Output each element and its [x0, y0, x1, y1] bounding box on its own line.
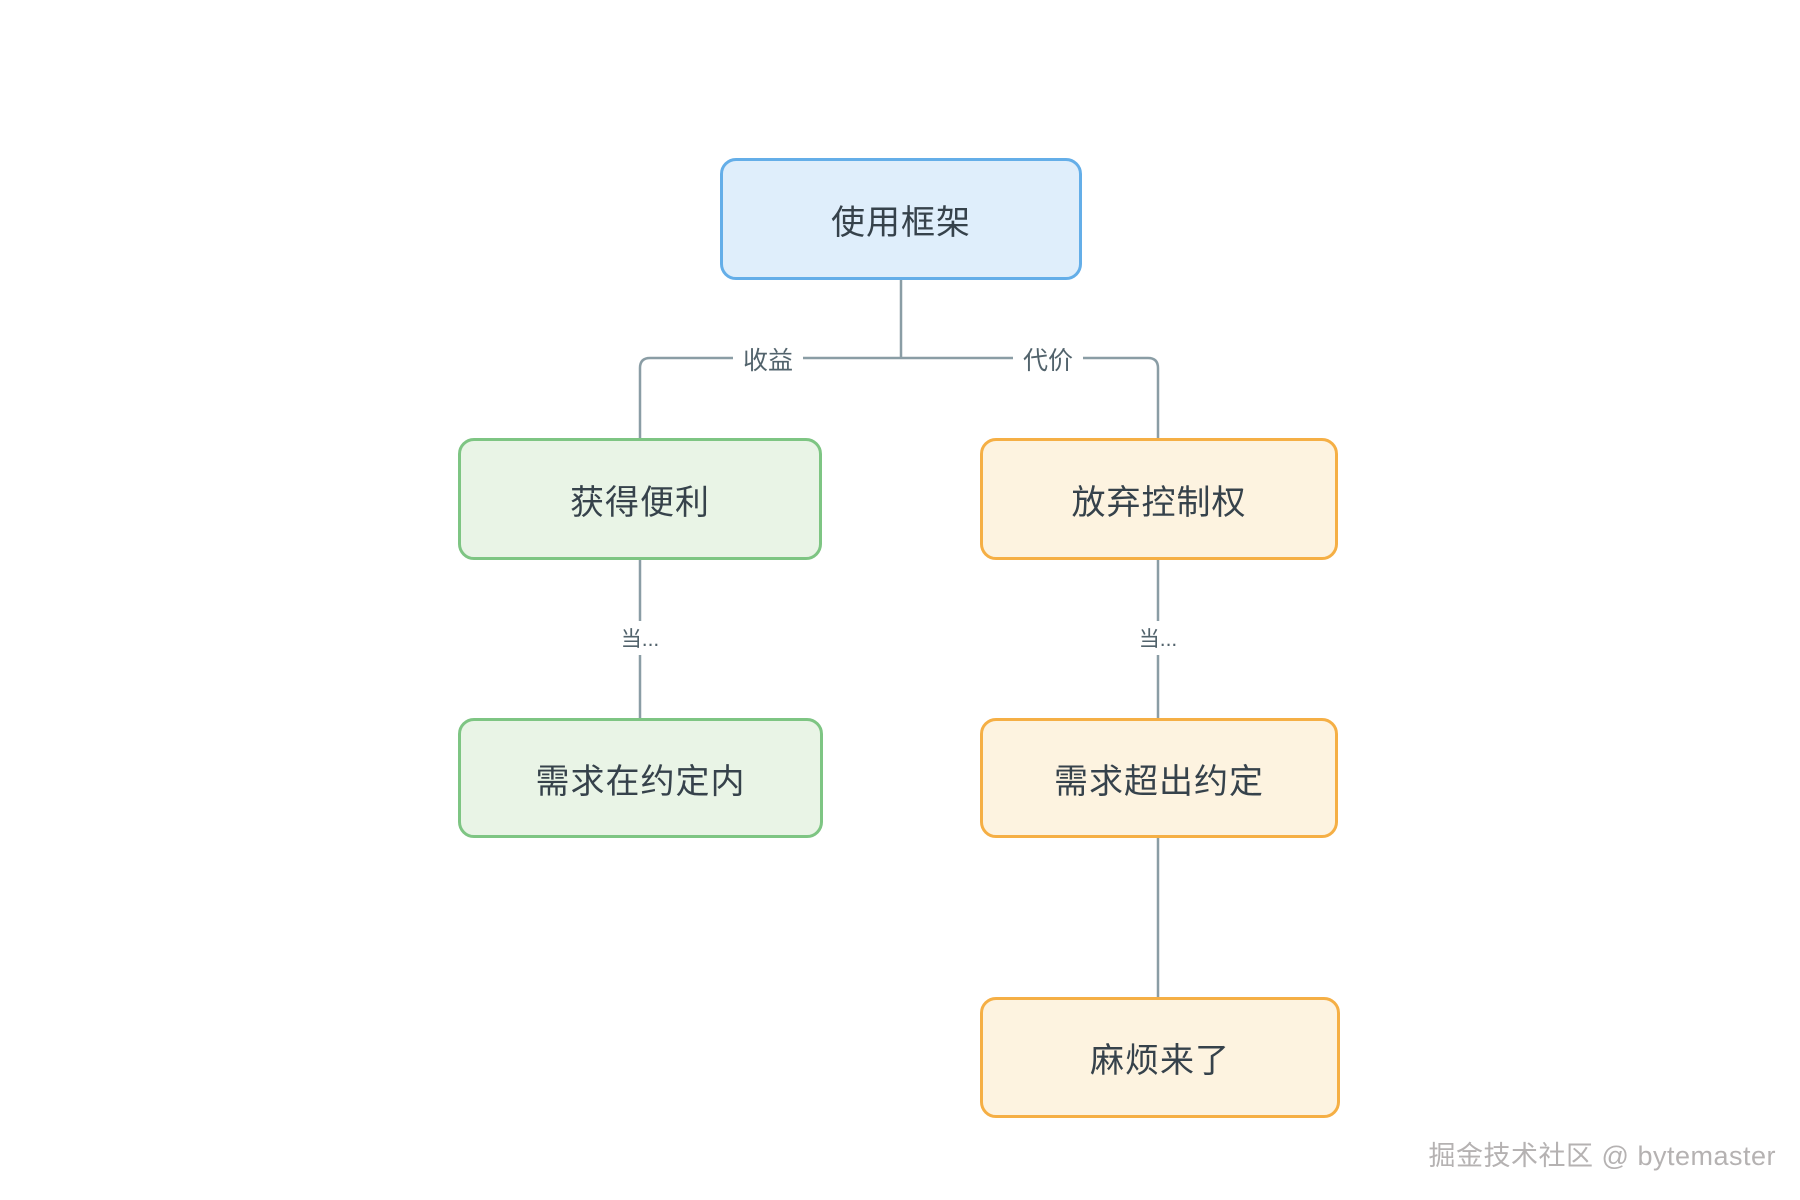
node-demand-beyond-agreement-label: 需求超出约定: [1054, 762, 1264, 801]
watermark: 掘金技术社区 @ bytemaster: [1428, 1141, 1776, 1171]
connector-root-to-benefit: [638, 356, 901, 438]
node-trouble-comes: 麻烦来了: [980, 997, 1340, 1118]
edge-label-when-right: 当...: [1132, 621, 1184, 655]
node-give-up-control: 放弃控制权: [980, 438, 1338, 560]
node-use-framework-label: 使用框架: [831, 203, 971, 242]
node-gain-convenience-label: 获得便利: [570, 483, 710, 522]
node-give-up-control-label: 放弃控制权: [1071, 483, 1247, 522]
edge-label-benefit: 收益: [732, 339, 804, 379]
node-gain-convenience: 获得便利: [458, 438, 822, 560]
node-demand-beyond-agreement: 需求超出约定: [980, 718, 1338, 838]
edge-label-when-left: 当...: [614, 621, 666, 655]
node-demand-within-agreement: 需求在约定内: [458, 718, 823, 838]
connector-root-to-cost: [901, 356, 1160, 438]
edge-label-cost: 代价: [1012, 339, 1084, 379]
node-demand-within-agreement-label: 需求在约定内: [535, 762, 746, 801]
node-use-framework: 使用框架: [720, 158, 1082, 280]
node-trouble-comes-label: 麻烦来了: [1090, 1042, 1230, 1080]
